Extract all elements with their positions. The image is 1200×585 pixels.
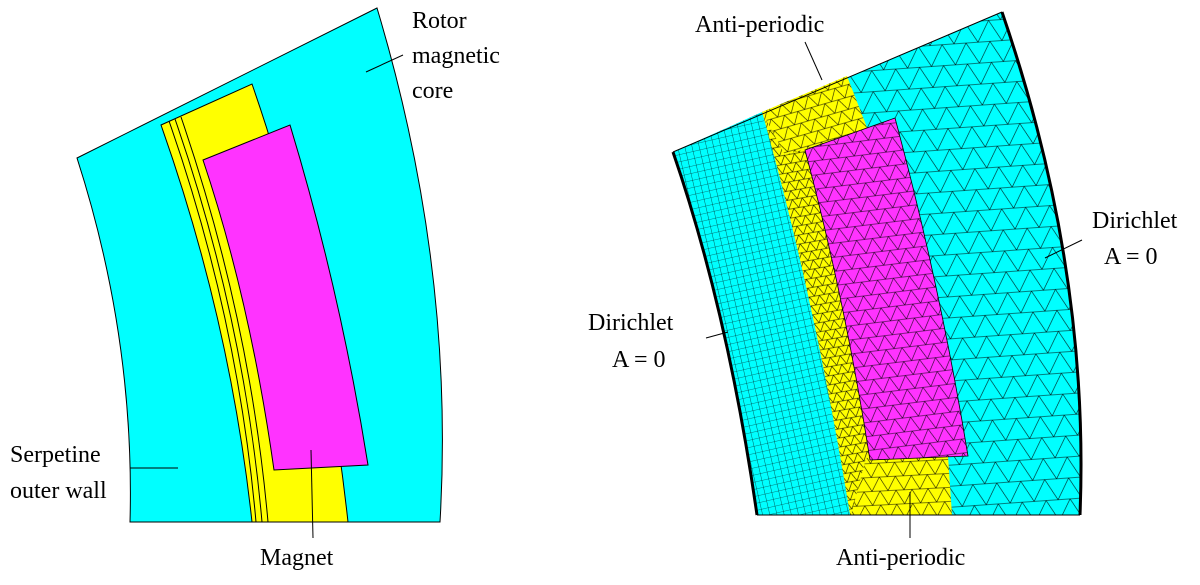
label-anti-periodic-top: Anti-periodic xyxy=(695,12,824,38)
left-wall-line-2 xyxy=(174,118,263,523)
label-dirichlet-right-line2: A = 0 xyxy=(1104,244,1158,270)
left-figure: Rotor magnetic core Serpetine outer wall… xyxy=(10,7,500,571)
label-rotor-line1: Rotor xyxy=(412,8,467,34)
anti-periodic-top-leader xyxy=(804,41,823,81)
right-figure: Anti-periodic Anti-periodic Dirichlet A … xyxy=(588,11,1178,571)
right-outer-boundary xyxy=(1000,11,1083,516)
right-yellow-lower-block xyxy=(851,456,952,515)
label-serpetine-line1: Serpetine xyxy=(10,442,101,468)
label-rotor-line3: core xyxy=(412,78,453,104)
label-anti-periodic-bottom: Anti-periodic xyxy=(836,545,965,571)
label-magnet: Magnet xyxy=(260,545,334,571)
right-inner-boundary xyxy=(671,151,759,516)
right-magnet-mesh xyxy=(804,117,969,461)
label-dirichlet-left-line1: Dirichlet xyxy=(588,310,674,336)
dirichlet-left-leader xyxy=(705,331,729,339)
magnet-leader xyxy=(310,449,314,539)
label-dirichlet-right-line1: Dirichlet xyxy=(1092,208,1178,234)
right-quad-mesh xyxy=(673,112,850,515)
dirichlet-right-leader xyxy=(1044,239,1083,259)
label-serpetine-line2: outer wall xyxy=(10,478,107,504)
right-sector-outline xyxy=(672,11,1080,516)
label-dirichlet-left-line2: A = 0 xyxy=(612,347,666,373)
left-wall-line-3 xyxy=(180,116,269,523)
label-rotor-line2: magnetic xyxy=(412,43,500,69)
left-wall-line-1 xyxy=(168,120,257,523)
right-yellow-upper-block xyxy=(762,76,868,155)
left-magnet xyxy=(202,124,369,471)
rotor-core-leader xyxy=(365,54,404,73)
